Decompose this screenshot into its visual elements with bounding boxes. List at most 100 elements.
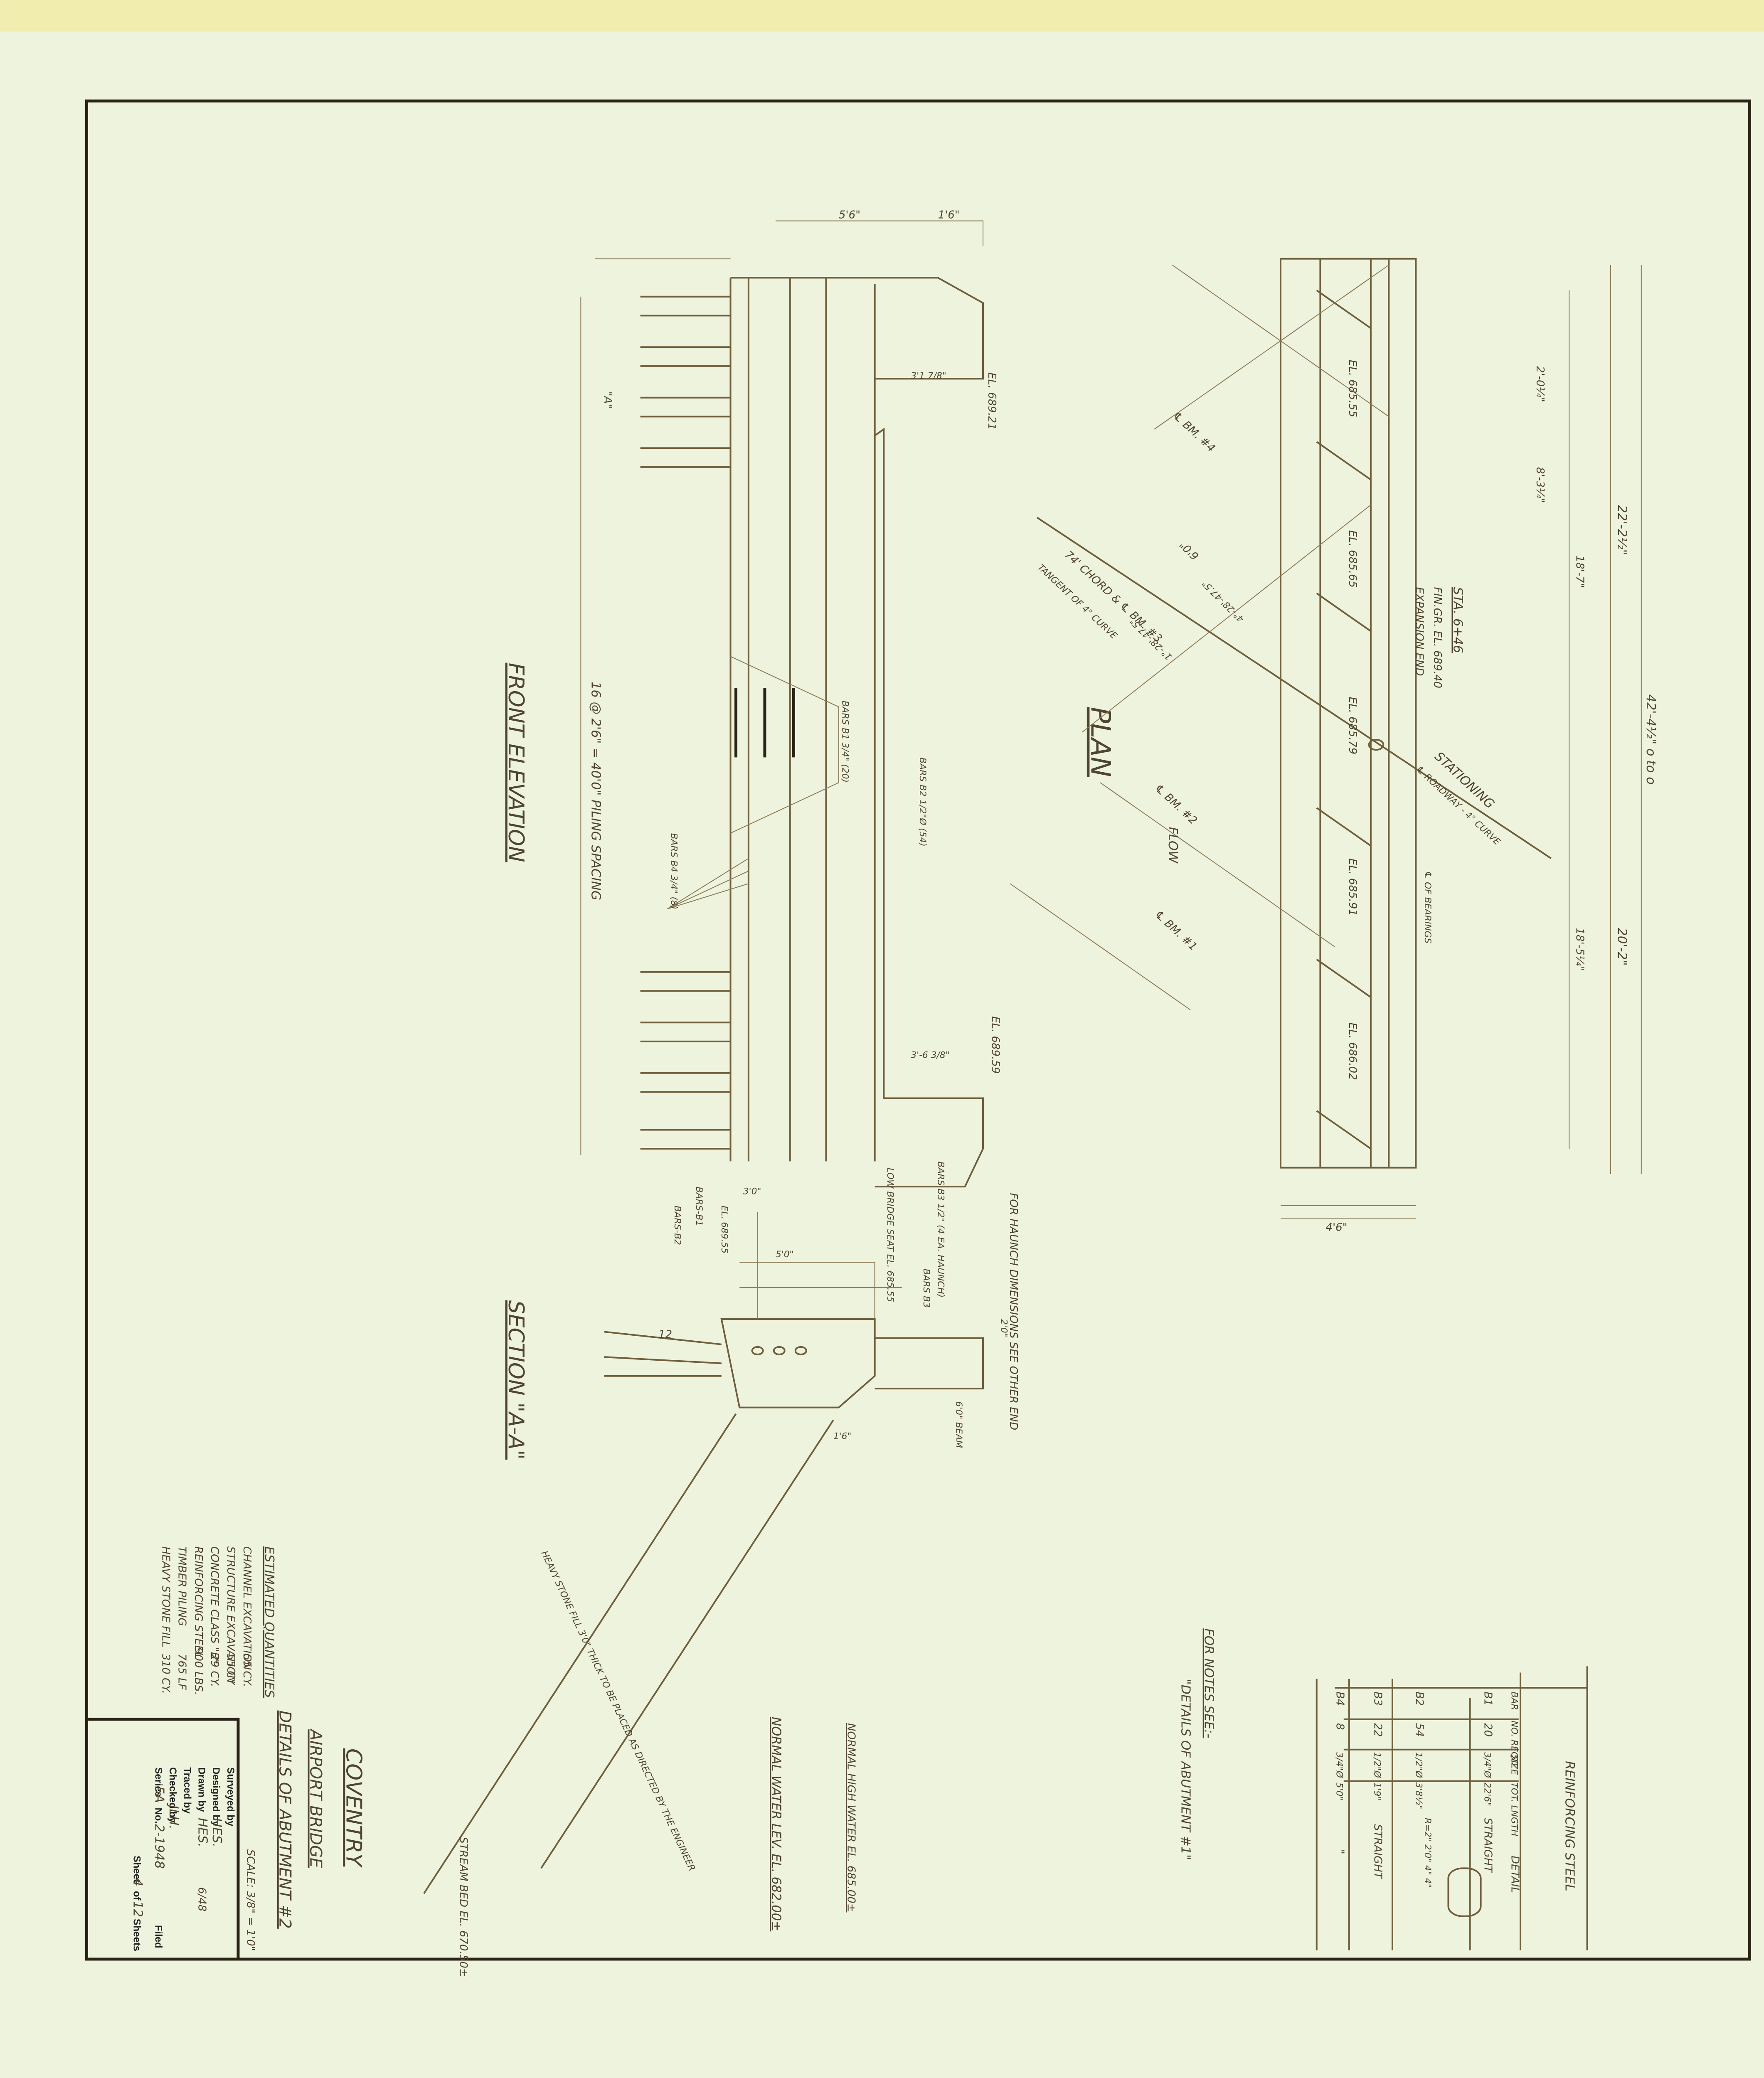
beam-2: ℄ BM. #2 xyxy=(1152,782,1199,827)
section-slope: 12 xyxy=(658,1329,672,1341)
stream-bed: STREAM BED EL. 670.50± xyxy=(457,1837,470,1977)
rebar-hook xyxy=(752,1347,763,1354)
stone-fill-note: HEAVY STONE FILL 3'0" THICK TO BE PLACED… xyxy=(539,1549,697,1873)
row-bar: B2 xyxy=(1413,1691,1425,1706)
front-elevation-title: FRONT ELEVATION xyxy=(503,663,528,862)
row-length: 1'9" xyxy=(1372,1783,1382,1801)
checked-by-label: Checked by xyxy=(167,1767,178,1823)
angle-1: 4°-28'-47.5" xyxy=(1200,578,1246,624)
table-title: REINFORCING STEEL xyxy=(1562,1761,1577,1891)
sheet-border xyxy=(86,101,1749,1959)
row-bar: B1 xyxy=(1481,1691,1494,1706)
quantity-value: 55 CY. xyxy=(241,1654,253,1687)
row-size: 1/2"Ø xyxy=(1413,1752,1424,1778)
row-size: 3/4"Ø xyxy=(1482,1752,1492,1778)
quantity-value: 310 CY. xyxy=(160,1654,172,1694)
beam-1: ℄ BM. #1 xyxy=(1152,908,1199,953)
of-label: of xyxy=(131,1891,142,1901)
header-no: NO. REQD xyxy=(1509,1721,1519,1766)
sheet-content: COVENTRY AIRPORT BRIDGE DETAILS OF ABUTM… xyxy=(0,0,1764,1977)
piling-spacing: 16 @ 2'6" = 40'0" PILING SPACING xyxy=(588,682,603,900)
bars-b3-haunch: BARS B3 1/2" (4 EA. HAUNCH) xyxy=(936,1161,946,1298)
drawing-sheet: COVENTRY AIRPORT BRIDGE DETAILS OF ABUTM… xyxy=(0,0,1764,1977)
sheet-number: 4 xyxy=(130,1879,145,1886)
no-label: No. xyxy=(153,1808,164,1824)
section-dim-1-6: 1'6" xyxy=(833,1431,852,1442)
designed-by-label: Designed by xyxy=(210,1767,222,1827)
section-dim-3-0: 3'0" xyxy=(743,1186,761,1197)
title-block-box xyxy=(86,1719,238,1959)
quantity-label: REINFORCING STEEL xyxy=(192,1546,204,1658)
checked-by-value: JLH. xyxy=(166,1803,181,1829)
expansion-end: EXPANSION END xyxy=(1413,587,1425,676)
overall-length: 42'-4½" o to o xyxy=(1643,694,1658,785)
row-detail: STRAIGHT xyxy=(1372,1824,1384,1880)
section-bars-b2: BARS-B2 xyxy=(672,1206,682,1245)
drawn-date: 6/48 xyxy=(195,1887,208,1911)
town-name: COVENTRY xyxy=(341,1748,366,1869)
paper-stain-top xyxy=(0,0,1764,32)
notes-reference: "DETAILS OF ABUTMENT #1" xyxy=(1178,1679,1192,1860)
beam-4: ℄ BM. #4 xyxy=(1170,410,1217,455)
row-bar: B4 xyxy=(1333,1691,1346,1706)
dim-18-5: 18'-5¼" xyxy=(1574,928,1586,970)
section-dim-2-0: 2'0" xyxy=(998,1319,1009,1337)
total-sheets: 12 xyxy=(130,1901,145,1917)
quantity-label: CONCRETE CLASS "B" xyxy=(208,1546,221,1664)
section-beam: 6'0" BEAM xyxy=(953,1401,964,1448)
row-detail: STRAIGHT xyxy=(1481,1818,1494,1874)
sheet-label: Sheet xyxy=(131,1856,142,1883)
section-bars-b3: BARS B3 xyxy=(921,1269,931,1308)
station-point-marker xyxy=(1369,740,1384,750)
plan-el-2: EL. 685.65 xyxy=(1346,530,1359,588)
sheet-title: DETAILS OF ABUTMENT #2 xyxy=(276,1711,294,1929)
row-no: 22 xyxy=(1372,1723,1384,1737)
row-no: 20 xyxy=(1481,1723,1494,1737)
section-dim-5-0: 5'0" xyxy=(776,1249,794,1260)
quantity-value: 765 LF xyxy=(176,1654,188,1690)
section-el: EL. 689.55 xyxy=(719,1206,729,1253)
quantity-value: 29 CY. xyxy=(208,1654,221,1687)
section-title: SECTION "A-A" xyxy=(503,1300,528,1460)
drawn-by-value: HES. xyxy=(195,1818,209,1847)
quantity-label: CHANNEL EXCAVATION xyxy=(241,1546,253,1670)
row-no: 54 xyxy=(1413,1723,1425,1737)
el-top: EL. 689.21 xyxy=(985,372,998,430)
traced-by-label: Traced by xyxy=(182,1767,193,1814)
row-size: 1/2"Ø xyxy=(1372,1752,1382,1778)
row-detail: " xyxy=(1333,1849,1346,1854)
angle-2: 1°-28'-47.5" xyxy=(1128,616,1174,662)
normal-water-level: NORMAL WATER LEV. EL. 682.00± xyxy=(769,1717,783,1932)
el-bottom: EL. 689.59 xyxy=(989,1016,1002,1074)
series-label: Series xyxy=(153,1767,164,1797)
reinforcing-steel-table: REINFORCING STEEL BAR NO. REQD SIZE TOT.… xyxy=(1317,1666,1587,1950)
flow-label: FLOW xyxy=(1165,827,1180,863)
no-value: 2-1948 xyxy=(152,1824,166,1869)
quantity-label: TIMBER PILING xyxy=(176,1546,188,1626)
dim-20: 20'-2" xyxy=(1614,928,1629,965)
bar-b2-detail-shape xyxy=(1448,1868,1481,1916)
designed-by-value: HES. xyxy=(209,1818,224,1847)
row-detail: R=2" 2'0" 4" 4" xyxy=(1422,1818,1433,1888)
plan-el-4: EL. 685.91 xyxy=(1346,858,1359,916)
row-bar: B3 xyxy=(1372,1691,1384,1706)
dim-22: 22'-2½" xyxy=(1614,505,1629,555)
surveyed-by-label: Surveyed by xyxy=(225,1767,236,1827)
header-detail: DETAIL xyxy=(1508,1856,1521,1893)
quantity-label: STRUCTURE EXCAVATION xyxy=(224,1546,237,1683)
dim-a: 3'1 7/8" xyxy=(911,371,946,381)
bearings-label: ℄ OF BEARINGS xyxy=(1422,871,1433,944)
drawn-by-label: Drawn by xyxy=(196,1767,207,1812)
filed-label: Filed xyxy=(153,1925,164,1948)
series-value: 5A xyxy=(152,1786,166,1803)
dim-8-3: 8'-3¼" xyxy=(1534,467,1546,503)
header-bar: BAR xyxy=(1509,1691,1519,1710)
row-no: 8 xyxy=(1333,1723,1346,1730)
plan-el-1: EL. 685.55 xyxy=(1346,360,1359,418)
row-size: 3/4"Ø xyxy=(1334,1752,1344,1778)
section-bars-b1: BARS-B1 xyxy=(694,1187,704,1226)
scale-label: SCALE: 3/8" = 1'0" xyxy=(244,1849,257,1951)
dim-top-offset: 1'6" xyxy=(938,209,960,221)
plan-el-5: EL. 686.02 xyxy=(1346,1022,1359,1080)
normal-high-water: NORMAL HIGH WATER EL. 685.00± xyxy=(845,1723,857,1913)
